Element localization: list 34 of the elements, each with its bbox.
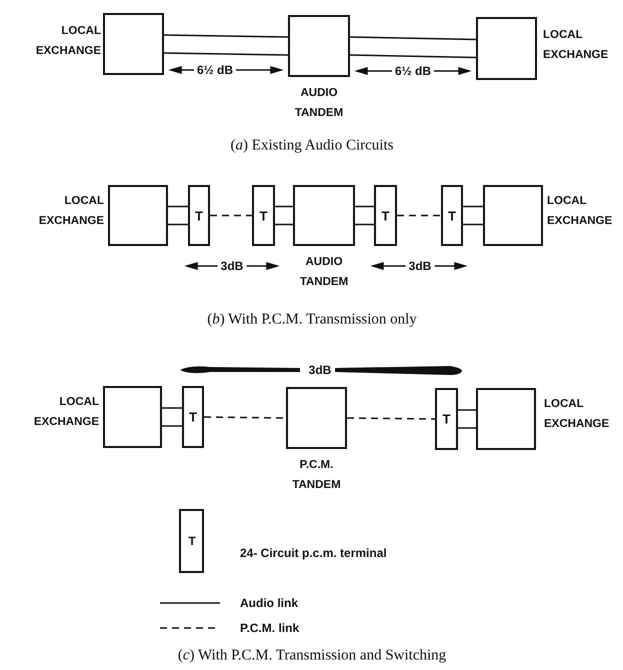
audio-link <box>274 206 294 226</box>
terminal-label: T <box>260 208 268 223</box>
legend-label: P.C.M. link <box>240 621 300 635</box>
node-label: AUDIO TANDEM <box>294 86 344 121</box>
legend-label: Audio link <box>240 596 298 610</box>
node-label: LOCAL EXCHANGE <box>544 397 610 432</box>
dimension-label: 6½ dB <box>392 64 434 78</box>
audio-link <box>163 34 289 56</box>
node-label: LOCAL EXCHANGE <box>32 395 99 430</box>
dimension-label: 3dB <box>406 259 434 273</box>
terminal-label: T <box>187 534 197 548</box>
audio-link <box>161 407 183 427</box>
terminal-label: T <box>442 412 450 426</box>
terminal-label: T <box>189 410 197 424</box>
pcm-link <box>210 214 252 216</box>
terminal-label: T <box>448 208 456 223</box>
node-label: P.C.M. TANDEM <box>291 458 342 493</box>
audio-link <box>349 36 477 58</box>
legend-label: 24- Circuit p.c.m. terminal <box>240 546 387 560</box>
dimension-label: 6½ dB <box>194 63 236 77</box>
audio-link <box>457 409 477 429</box>
audio-link <box>354 206 375 226</box>
audio-link <box>462 206 484 226</box>
pcm-link <box>397 214 441 216</box>
node-label: LOCAL EXCHANGE <box>547 194 614 229</box>
node-label: AUDIO TANDEM <box>298 255 350 290</box>
node-label: LOCAL EXCHANGE <box>34 24 101 59</box>
node-label: LOCAL EXCHANGE <box>543 28 610 63</box>
audio-link <box>167 206 189 226</box>
terminal-label: T <box>195 208 203 223</box>
node-label: LOCAL EXCHANGE <box>38 194 104 229</box>
terminal-label: T <box>382 208 390 223</box>
dimension-label: 3dB <box>218 259 246 273</box>
pcm-link <box>347 417 435 420</box>
